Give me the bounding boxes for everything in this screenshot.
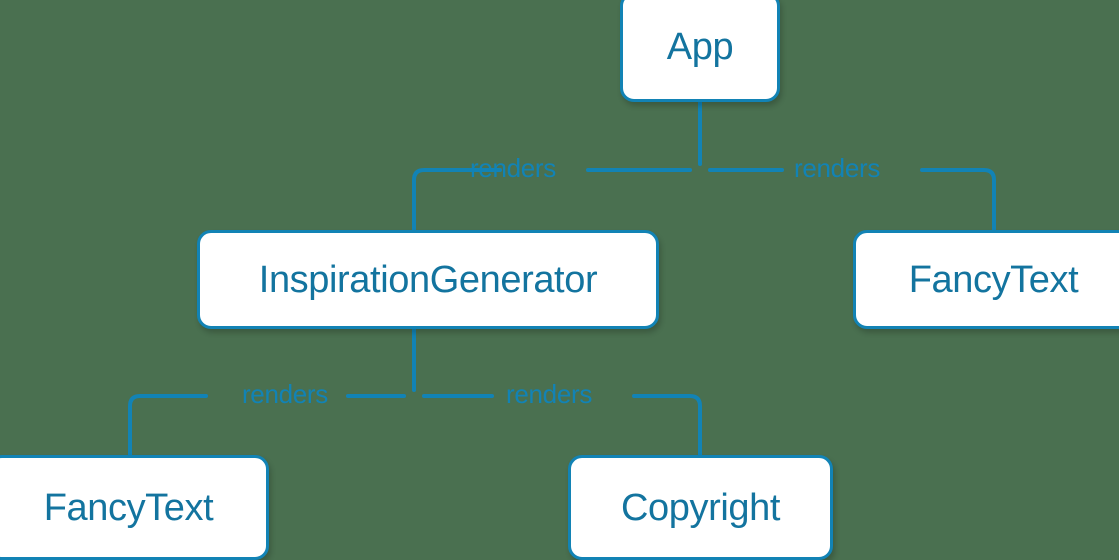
node-copyright[interactable]: Copyright xyxy=(568,455,833,560)
node-fancytext-left[interactable]: FancyText xyxy=(0,455,269,560)
edge-label-inspiration-to-fancytext: renders xyxy=(242,379,328,409)
edge-label-app-to-inspiration: renders xyxy=(470,153,556,183)
edge-label-app-to-fancytext: renders xyxy=(794,153,880,183)
node-copyright-label: Copyright xyxy=(620,486,781,529)
edge-inspiration-to-copyright-tail xyxy=(632,394,702,457)
node-fancytext-right-label: FancyText xyxy=(908,258,1079,301)
edge-app-to-fancytext-tail xyxy=(920,168,996,232)
edge-inspiration-to-fancytext-tail xyxy=(128,394,208,457)
node-fancytext-right[interactable]: FancyText xyxy=(853,230,1119,329)
node-inspiration-generator[interactable]: InspirationGenerator xyxy=(197,230,659,329)
edge-label-inspiration-to-copyright: renders xyxy=(506,379,592,409)
edge-app-to-inspiration-tail xyxy=(412,168,502,232)
node-fancytext-left-label: FancyText xyxy=(43,486,214,529)
node-app[interactable]: App xyxy=(620,0,780,102)
node-inspiration-generator-label: InspirationGenerator xyxy=(258,258,598,301)
node-app-label: App xyxy=(666,26,734,68)
